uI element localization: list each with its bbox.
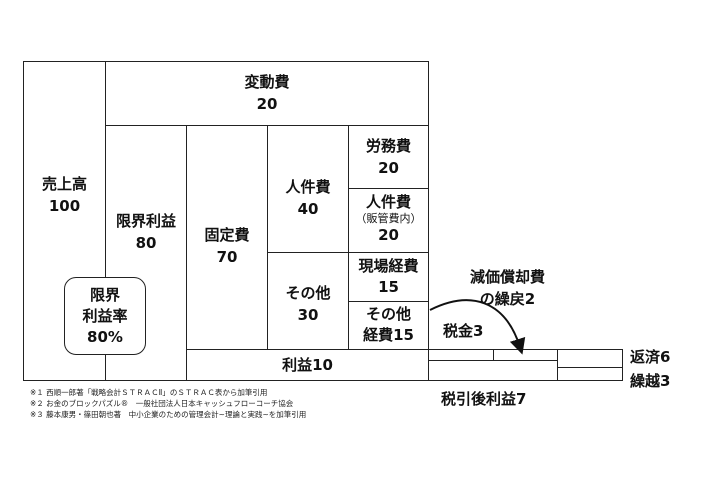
depreciation-line1: 減価償却費 xyxy=(470,268,546,286)
marginal-profit-ratio-value: 80% xyxy=(87,328,123,346)
other-value: 30 xyxy=(297,306,319,324)
labor-cost-block xyxy=(348,125,429,189)
marginal-profit-ratio-line1: 限界 xyxy=(89,286,120,304)
repayment-label: 返済6 xyxy=(630,348,671,366)
sales-value: 100 xyxy=(48,197,81,215)
depreciation-line2: の繰戻2 xyxy=(479,290,536,308)
marginal-profit-value: 80 xyxy=(135,234,157,252)
variable-cost-value: 20 xyxy=(256,95,278,113)
after-tax-profit-label: 税引後利益7 xyxy=(441,390,527,408)
footnote-2: ※２ お金のブロックパズル® 一般社団法人日本キャッシュフローコーチ協会 xyxy=(30,399,294,408)
marginal-profit-ratio-line2: 利益率 xyxy=(82,307,128,325)
other-expense-line1: その他 xyxy=(365,305,411,323)
carryover-block xyxy=(557,367,623,381)
admin-personnel-label: 人件費 xyxy=(365,193,411,211)
variable-cost-block xyxy=(105,61,429,126)
other-label: その他 xyxy=(285,284,331,302)
marginal-profit-ratio-box: 限界 利益率 80% xyxy=(64,277,146,355)
profit-label: 利益10 xyxy=(282,356,333,374)
sales-label: 売上高 xyxy=(41,175,87,193)
admin-personnel-block xyxy=(348,188,429,253)
personnel-value: 40 xyxy=(297,200,319,218)
arrow-curve xyxy=(429,299,526,355)
site-expense-block xyxy=(348,252,429,302)
admin-personnel-value: 20 xyxy=(378,226,399,244)
footnote-1: ※１ 西順一郎著「戦略会計ＳＴＲＡＣⅡ」のＳＴＲＡＣ表から加筆引用 xyxy=(30,388,268,397)
labor-cost-value: 20 xyxy=(378,159,399,177)
carryover-label: 繰越3 xyxy=(630,372,671,390)
other-expense-line2: 経費15 xyxy=(363,326,414,344)
personnel-block xyxy=(267,125,349,253)
admin-personnel-note: （販管費内） xyxy=(355,212,422,225)
fixed-cost-value: 70 xyxy=(216,248,238,266)
site-expense-value: 15 xyxy=(378,278,399,296)
marginal-profit-label: 限界利益 xyxy=(115,212,176,230)
variable-cost-label: 変動費 xyxy=(244,73,290,91)
tax-label: 税金3 xyxy=(443,322,484,340)
labor-cost-label: 労務費 xyxy=(365,137,411,155)
marginal-profit-block xyxy=(105,125,187,381)
footnote-3: ※３ 藤本康男・篠田朝也著 中小企業のための管理会計~理論と実践~を加筆引用 xyxy=(30,410,307,419)
other-expense-block xyxy=(348,301,429,350)
other-block xyxy=(267,252,349,350)
site-expense-label: 現場経費 xyxy=(358,257,419,275)
fixed-cost-label: 固定費 xyxy=(204,226,250,244)
personnel-label: 人件費 xyxy=(285,178,331,196)
